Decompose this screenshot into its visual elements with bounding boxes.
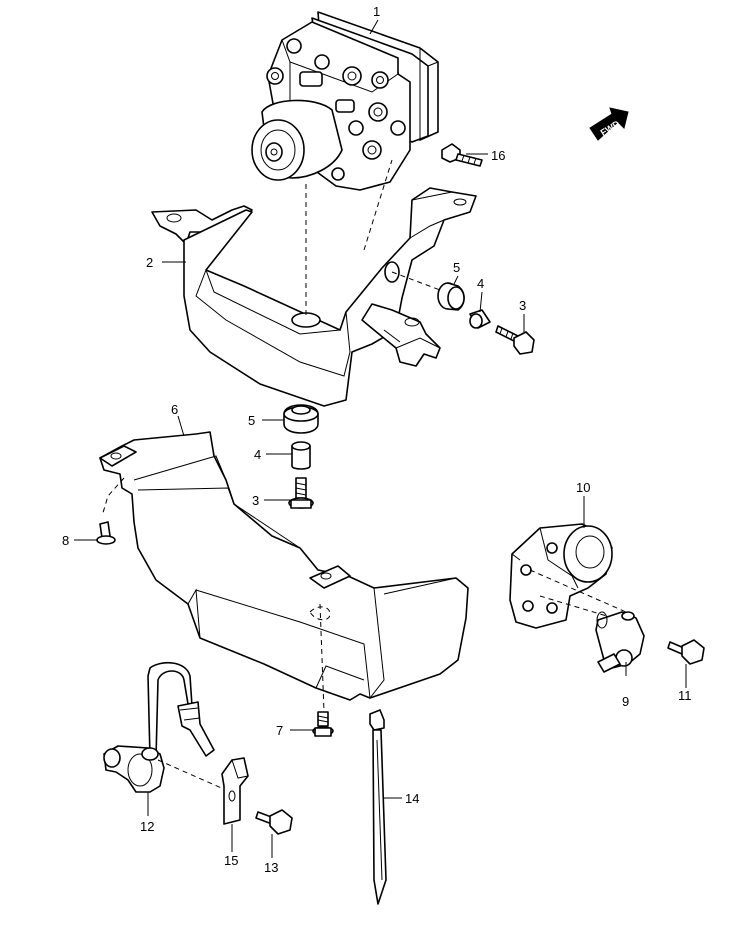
- cable-tie-14: [369, 709, 387, 905]
- grommet-5-lower: [283, 404, 319, 434]
- bolt-7: [312, 711, 334, 737]
- collar-4-lower: [291, 441, 311, 470]
- callout-14: 14: [405, 791, 419, 806]
- callout-5: 5: [248, 413, 255, 428]
- callout-7: 7: [276, 723, 283, 738]
- callout-15: 15: [224, 853, 238, 868]
- alignment-line: [101, 477, 125, 517]
- forward-arrow-icon: FWD: [589, 107, 629, 141]
- bolt-3-upper: [495, 325, 535, 355]
- alignment-line: [157, 759, 227, 791]
- callout-16: 16: [491, 148, 505, 163]
- alignment-line: [319, 603, 325, 713]
- callout-3: 3: [252, 493, 259, 508]
- callout-1: 1: [373, 4, 380, 19]
- sensor-bracket-10: [509, 523, 613, 629]
- callout-4: 4: [477, 276, 484, 291]
- bracket-2: [151, 187, 477, 407]
- screw-8: [96, 521, 116, 545]
- callout-4: 4: [254, 447, 261, 462]
- callout-10: 10: [576, 480, 590, 495]
- callout-6: 6: [171, 402, 178, 417]
- bolt-13: [255, 809, 293, 835]
- bolt-3-lower: [288, 477, 314, 509]
- clip-15: [221, 757, 249, 825]
- alignment-line: [363, 159, 393, 251]
- callout-9: 9: [622, 694, 629, 709]
- sensor-12: [103, 661, 215, 793]
- cover-6: [99, 431, 469, 701]
- sensor-9: [595, 611, 645, 673]
- callout-11: 11: [678, 688, 692, 703]
- grommet-5-upper: [437, 282, 465, 311]
- callout-5: 5: [453, 260, 460, 275]
- bolt-16: [441, 143, 483, 167]
- callout-12: 12: [140, 819, 154, 834]
- callout-3: 3: [519, 298, 526, 313]
- bolt-11: [667, 639, 705, 665]
- callout-2: 2: [146, 255, 153, 270]
- callout-labels: 1 2 3 3 4 4 5 5 6 7 8 9 10 11 12 13 14 1…: [62, 4, 692, 875]
- alignment-line: [539, 595, 621, 621]
- callout-8: 8: [62, 533, 69, 548]
- collar-4-upper: [469, 309, 491, 329]
- callout-13: 13: [264, 860, 278, 875]
- abs-hydraulic-unit: [251, 11, 439, 191]
- leader-lines: [74, 19, 687, 858]
